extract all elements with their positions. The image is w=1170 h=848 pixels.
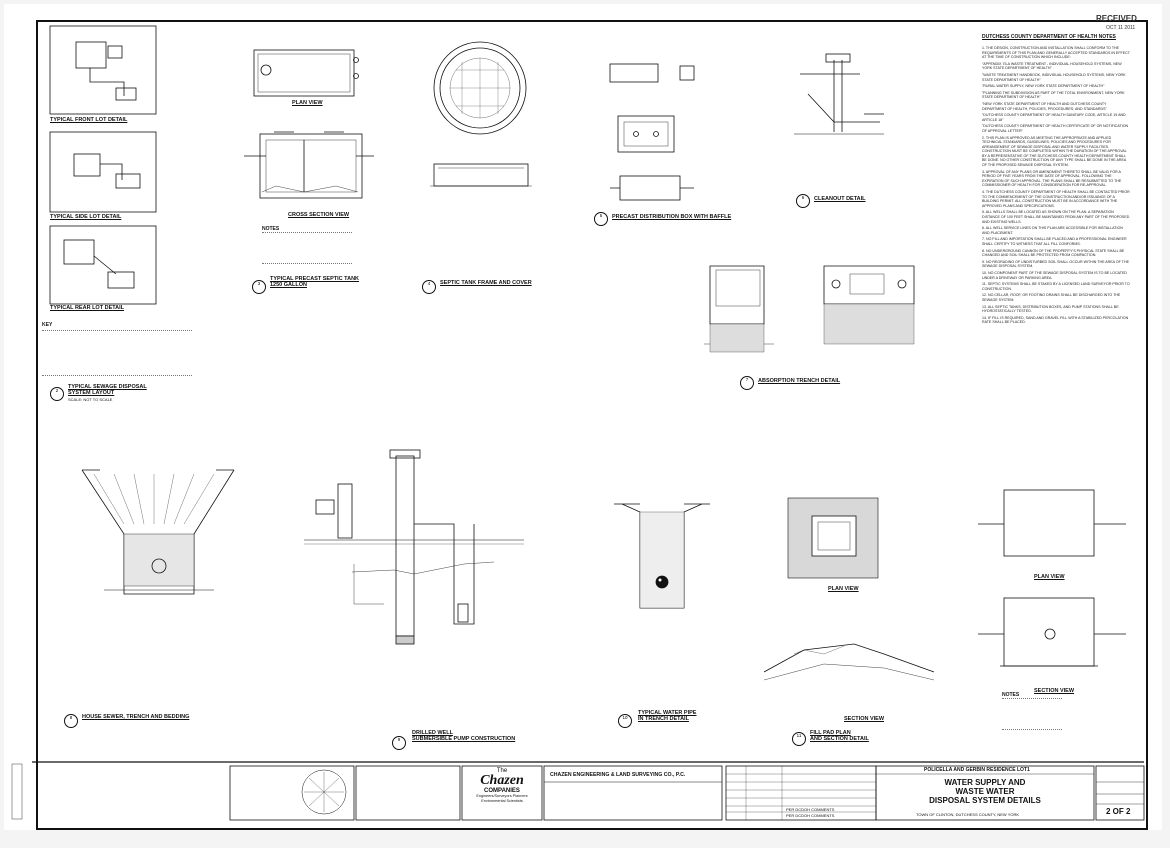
drilled-well-caption-2: SUBMERSIBLE PUMP CONSTRUCTION <box>412 736 516 742</box>
agency-note: 1. THE DESIGN, CONSTRUCTION AND INSTALLA… <box>982 46 1130 60</box>
drawing-title-line-1: WATER SUPPLY AND <box>944 778 1026 787</box>
agency-note: 8. NO UNDERGROUND CANNON OF THE PROPERTY… <box>982 248 1125 258</box>
sewage-layout-caption-2: SYSTEM LAYOUT <box>68 390 115 396</box>
agency-note: 3. APPROVAL OF ANY PLANS OR AMENDMENT TH… <box>982 169 1122 188</box>
dist-box-caption: PRECAST DISTRIBUTION BOX WITH BAFFLE <box>612 214 732 220</box>
fill-pad-caption-2: AND SECTION DETAIL <box>810 736 869 742</box>
sheet-border <box>36 20 1148 830</box>
agency-note: 11. SEPTIC SYSTEMS SHALL BE STAKED BY A … <box>982 282 1130 291</box>
key-label: KEY <box>42 322 53 328</box>
agency-note: 4. THE DUTCHESS COUNTY DEPARTMENT OF HEA… <box>982 190 1130 208</box>
fill-pad-section-label: SECTION VIEW <box>844 716 885 722</box>
agency-note: 14. IF FILL IS REQUIRED, SAND AND GRAVEL… <box>982 315 1129 325</box>
water-pipe-caption-2: IN TRENCH DETAIL <box>638 716 689 722</box>
agency-note: "WASTE TREATMENT HANDBOOK, INDIVIDUAL HO… <box>982 72 1126 82</box>
agency-note: "NEW YORK STATE DEPARTMENT OF HEALTH AND… <box>982 101 1107 111</box>
agency-note: 7. NO FILL AND IMPORTATION SHALL BE PLAC… <box>982 237 1127 246</box>
rear-lot-caption: TYPICAL REAR LOT DETAIL <box>50 305 125 311</box>
agency-note: "APPENDIX 75-A WASTE TREATMENT - INDIVID… <box>982 61 1122 71</box>
drawing-sheet: RECEIVED OCT 11 2011 DUTCHESS COUNTY DEP… <box>4 4 1162 830</box>
detail-bubble: 10 <box>618 714 632 728</box>
revision-1: PER DCDOH COMMENTS <box>786 807 835 812</box>
detail-bubble: 11 <box>792 732 806 746</box>
water-pipe-caption: TYPICAL WATER PIPE <box>638 710 697 716</box>
agency-note: 6. ALL WELL SERVICE LINES ON THIS PLAN A… <box>982 226 1123 235</box>
received-stamp: RECEIVED <box>1096 14 1137 23</box>
detail-bubble: 4 <box>422 280 436 294</box>
agency-notes-title: DUTCHESS COUNTY DEPARTMENT OF HEALTH NOT… <box>982 34 1116 40</box>
firm-logo: The Chazen COMPANIES Engineers/Surveyors… <box>466 768 538 803</box>
cleanout-caption: CLEANOUT DETAIL <box>814 196 866 202</box>
received-date: OCT 11 2011 <box>1106 25 1136 31</box>
firm-logo-line-3: COMPANIES <box>484 788 520 794</box>
detail-bubble: 8 <box>64 714 78 728</box>
scale-note: SCALE: NOT TO SCALE <box>68 397 113 402</box>
field-plan-label: PLAN VIEW <box>1034 574 1065 580</box>
detail-bubble: 5 <box>594 212 608 226</box>
agency-note: "DUTCHESS COUNTY DEPARTMENT OF HEALTH CE… <box>982 124 1129 133</box>
key-notes-placeholder <box>42 330 192 376</box>
fill-pad-caption: FILL PAD PLAN <box>810 730 851 736</box>
fill-pad-plan-label: PLAN VIEW <box>828 586 859 592</box>
agency-note: 9. NO REGRADING OF UNDISTURBED SOIL SHAL… <box>982 259 1129 269</box>
plan-view-caption: PLAN VIEW <box>292 100 323 106</box>
firm-name: CHAZEN ENGINEERING & LAND SURVEYING CO.,… <box>550 772 686 778</box>
revision-2: PER DCDOH COMMENTS <box>786 813 835 818</box>
drawing-title-line-3: DISPOSAL SYSTEM DETAILS <box>929 796 1041 805</box>
firm-logo-line-2: Chazen <box>480 773 524 788</box>
septic-tank-subcaption: 1250 GALLON <box>270 282 307 288</box>
agency-note: 5. ALL WELLS SHALL BE LOCATED AS SHOWN O… <box>982 210 1130 224</box>
sewage-layout-caption: TYPICAL SEWAGE DISPOSAL <box>68 384 147 390</box>
agency-note: 12. NO CELLAR, ROOF, OR FOOTING DRAINS S… <box>982 293 1121 302</box>
front-lot-caption: TYPICAL FRONT LOT DETAIL <box>50 117 128 123</box>
project-name: POLICELLA AND GERBIN RESIDENCE LOT1 <box>924 767 1030 773</box>
sheet-number: 2 OF 2 <box>1106 807 1131 816</box>
absorption-caption: ABSORPTION TRENCH DETAIL <box>758 378 841 384</box>
notes-label: NOTES <box>262 226 280 232</box>
septic-tank-caption: TYPICAL PRECAST SEPTIC TANK <box>270 276 360 282</box>
agency-note: "PLANNING THE SUBDIVISION AS PART OF THE… <box>982 90 1125 100</box>
project-location: TOWN OF CLINTON, DUTCHESS COUNTY, NEW YO… <box>916 812 1020 817</box>
firm-services: Engineers/Surveyors Planners Environment… <box>476 794 528 803</box>
firm-logo-line-1: The <box>496 768 508 774</box>
field-notes-label: NOTES <box>1002 692 1020 698</box>
agency-notes-list: 1. THE DESIGN, CONSTRUCTION AND INSTALLA… <box>982 46 1130 327</box>
agency-note: "RURAL WATER SUPPLY, NEW YORK STATE DEPA… <box>982 84 1105 89</box>
house-sewer-caption: HOUSE SEWER, TRENCH AND BEDDING <box>82 714 190 720</box>
agency-note: 2. THIS PLAN IS APPROVED AS MEETING THE … <box>982 135 1127 168</box>
cross-section-caption: CROSS SECTION VIEW <box>288 212 350 218</box>
side-lot-caption: TYPICAL SIDE LOT DETAIL <box>50 214 122 220</box>
field-section-label: SECTION VIEW <box>1034 688 1075 694</box>
detail-bubble: 6 <box>796 194 810 208</box>
agency-note: 10. NO COMPONENT PART OF THE SEWAGE DISP… <box>982 270 1127 280</box>
agency-note: 13. ALL SEPTIC TANKS, DISTRIBUTION BOXES… <box>982 304 1119 314</box>
drawing-title-line-2: WASTE WATER <box>955 787 1015 796</box>
detail-bubble: 2 <box>50 387 64 401</box>
drilled-well-caption: DRILLED WELL <box>412 730 453 736</box>
drawing-linework <box>11 25 1145 821</box>
septic-notes-placeholder <box>262 232 352 264</box>
tank-frame-caption: SEPTIC TANK FRAME AND COVER <box>440 280 532 286</box>
detail-bubble: 9 <box>392 736 406 750</box>
detail-bubble: 3 <box>252 280 266 294</box>
agency-note: "DUTCHESS COUNTY DEPARTMENT OF HEALTH SA… <box>982 113 1126 122</box>
field-notes-placeholder <box>1002 698 1062 730</box>
drawing-title: WATER SUPPLY AND WASTE WATER DISPOSAL SY… <box>880 778 1090 805</box>
detail-bubble: 7 <box>740 376 754 390</box>
